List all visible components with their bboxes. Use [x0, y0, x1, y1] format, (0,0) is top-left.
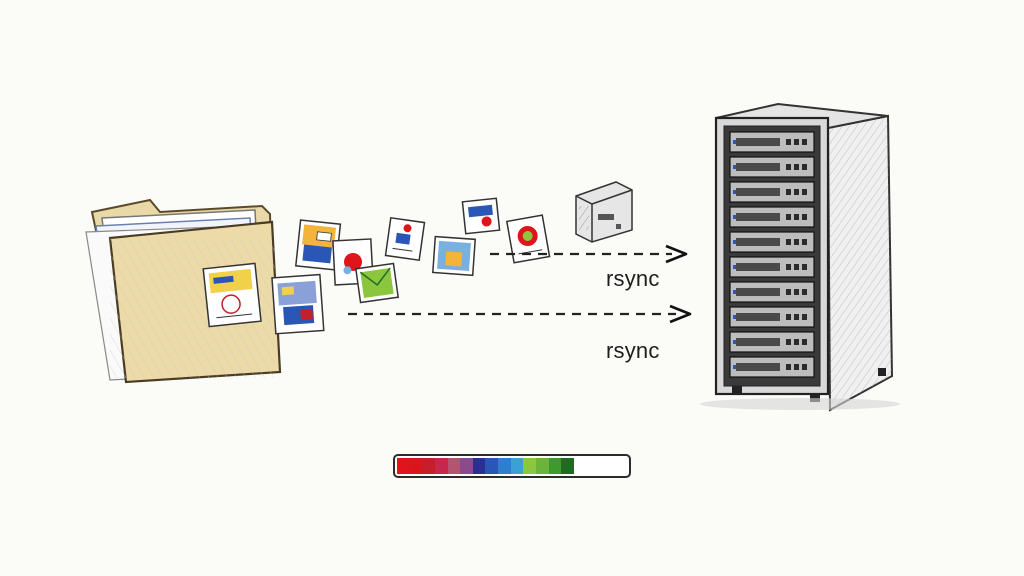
flying-file-thumbnails — [271, 197, 551, 335]
server-units — [729, 131, 815, 378]
file-thumbnail — [431, 235, 477, 277]
folder-icon — [85, 198, 282, 384]
progress-segment — [409, 458, 423, 474]
drive-box-icon — [575, 181, 633, 243]
transfer-arrow-2 — [348, 304, 692, 324]
progress-segment — [548, 458, 562, 474]
progress-fill — [397, 458, 574, 474]
progress-segment — [523, 458, 537, 474]
file-thumbnail — [271, 273, 325, 335]
file-thumbnail — [294, 219, 342, 271]
server-unit — [729, 131, 815, 153]
rsync-label-top: rsync — [606, 266, 660, 291]
server-unit — [729, 256, 815, 278]
progress-segment — [472, 458, 486, 474]
progress-segment — [434, 458, 448, 474]
file-thumbnail — [461, 197, 501, 235]
progress-segment — [397, 458, 410, 474]
server-unit — [729, 181, 815, 203]
progress-segment — [536, 458, 549, 474]
server-unit — [729, 281, 815, 303]
server-unit — [729, 331, 815, 353]
rsync-label-bottom: rsync — [606, 338, 660, 363]
progress-segment — [485, 458, 499, 474]
progress-segment — [460, 458, 473, 474]
progress-segment — [447, 458, 461, 474]
transfer-progress-bar — [393, 454, 631, 478]
server-unit — [729, 306, 815, 328]
progress-segment — [561, 458, 574, 474]
server-unit — [729, 231, 815, 253]
file-thumbnail — [505, 214, 551, 264]
transfer-arrow-1 — [490, 244, 688, 264]
server-unit — [729, 156, 815, 178]
progress-segment — [510, 458, 524, 474]
server-unit — [729, 206, 815, 228]
server-rack-icon — [700, 102, 900, 412]
server-unit — [729, 356, 815, 378]
file-thumbnail — [384, 216, 426, 262]
progress-segment — [498, 458, 511, 474]
file-thumbnail — [354, 262, 400, 304]
progress-segment — [422, 458, 435, 474]
